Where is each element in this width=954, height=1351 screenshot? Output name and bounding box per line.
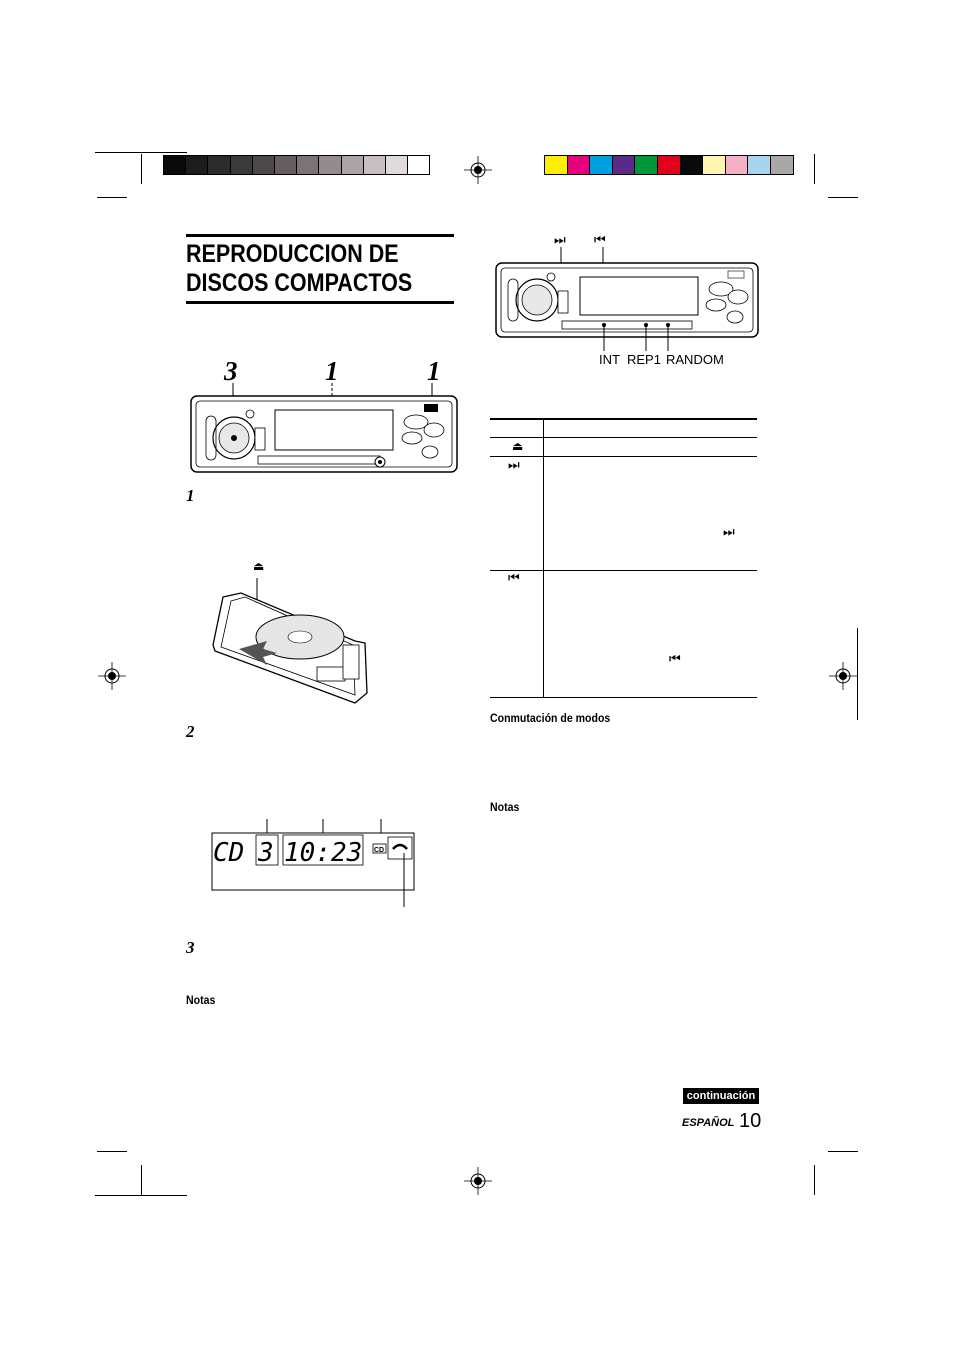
- int-label: INT: [599, 352, 620, 367]
- callout-number: 1: [325, 356, 339, 386]
- title-rule-bottom: [186, 301, 454, 304]
- disc-insertion-illustration: [212, 578, 368, 704]
- gray-swatch: [251, 155, 275, 175]
- rep1-label: REP1: [627, 352, 661, 367]
- color-swatch: [679, 155, 704, 175]
- display-cd-indicator: CD: [374, 847, 384, 854]
- gray-swatch: [407, 155, 431, 175]
- color-swatch: [747, 155, 771, 175]
- step-number: 3: [186, 938, 195, 957]
- table-previous-track-icon: ⏮: [508, 571, 520, 586]
- callout-number: 3: [224, 356, 238, 386]
- page-title: REPRODUCCION DE DISCOS COMPACTOS: [186, 240, 412, 298]
- title-line-1: REPRODUCCION DE: [186, 240, 399, 268]
- gray-swatch: [362, 155, 386, 175]
- table-next-track-icon: ⏭: [508, 458, 520, 473]
- table-inline-next-track-icon: ⏭: [723, 525, 735, 540]
- page-number: 10: [739, 1110, 762, 1132]
- registration-target-icon: [464, 1167, 492, 1195]
- step-number: 2: [186, 722, 195, 741]
- color-swatch: [657, 155, 681, 175]
- gray-swatch: [163, 155, 187, 175]
- title-line-2: DISCOS COMPACTOS: [186, 269, 413, 297]
- eject-icon: ⏏: [253, 559, 265, 573]
- notes-heading: Notas: [186, 993, 216, 1007]
- color-swatch: [611, 155, 636, 175]
- registration-target-icon: [829, 662, 857, 690]
- color-swatch: [544, 155, 568, 175]
- random-label: RANDOM: [666, 352, 724, 367]
- gray-swatch: [296, 155, 320, 175]
- language-label: ESPAÑOL: [682, 1117, 735, 1129]
- notes-heading-right: Notas: [490, 800, 520, 814]
- registration-target-icon: [464, 156, 492, 184]
- color-swatch: [566, 155, 591, 175]
- mode-switching-heading: Conmutación de modos: [490, 711, 611, 725]
- color-swatch: [702, 155, 726, 175]
- color-swatch: [634, 155, 658, 175]
- continued-badge: [683, 1088, 759, 1104]
- car-stereo-faceplate-illustration: [190, 383, 458, 473]
- table-eject-icon: ⏏: [512, 439, 524, 453]
- registration-target-icon: [98, 662, 126, 690]
- gray-swatch: [229, 155, 253, 175]
- display-track-text: 3: [257, 838, 274, 868]
- car-stereo-front-illustration: [495, 247, 759, 351]
- gray-swatch: [340, 155, 364, 175]
- next-track-icon: ⏭: [554, 233, 566, 248]
- table-inline-previous-track-icon: ⏮: [669, 652, 681, 667]
- previous-track-icon: ⏮: [594, 233, 606, 248]
- color-swatch: [589, 155, 613, 175]
- gray-swatch: [207, 155, 231, 175]
- color-swatch: [724, 155, 749, 175]
- title-rule-top: [186, 234, 454, 237]
- display-time-text: 10:23: [284, 838, 362, 868]
- callout-number: 1: [427, 356, 441, 386]
- gray-swatch: [274, 155, 298, 175]
- color-swatch: [770, 155, 794, 175]
- gray-swatch: [185, 155, 209, 175]
- display-source-text: CD: [213, 838, 244, 868]
- cd-display-illustration: CD 3 10:23 CD: [211, 819, 415, 907]
- step-number: 1: [186, 486, 195, 505]
- gray-swatch: [318, 155, 342, 175]
- continued-label: continuación: [686, 1090, 756, 1102]
- gray-swatch: [385, 155, 409, 175]
